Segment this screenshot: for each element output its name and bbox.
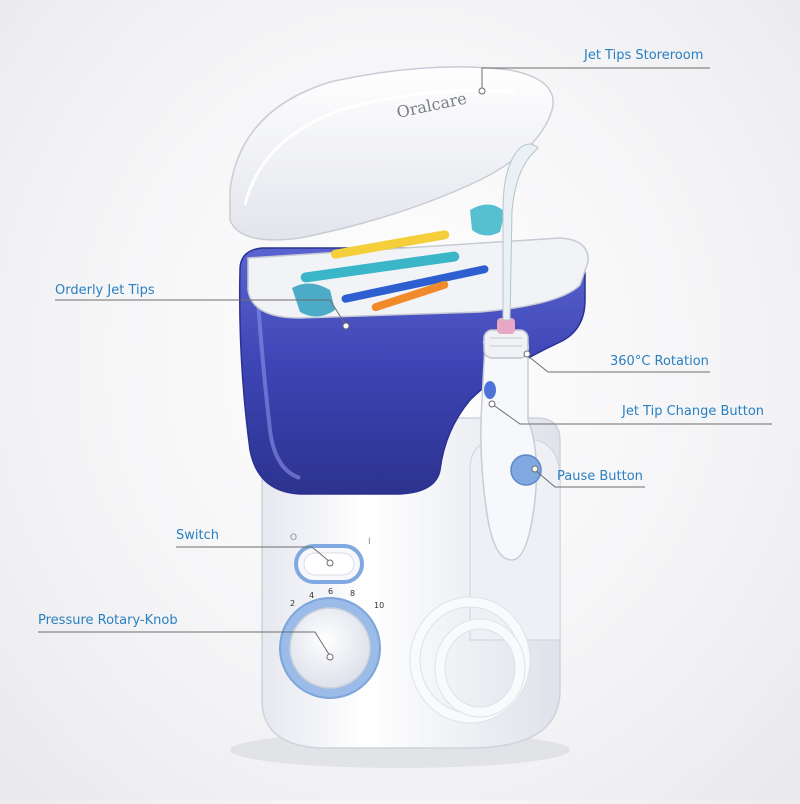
reservoir-highlight xyxy=(256,299,301,480)
water-hose xyxy=(409,596,531,724)
rotation-collar xyxy=(483,329,529,359)
pause-button[interactable] xyxy=(510,454,542,486)
callout-orderly-jet-tips: Orderly Jet Tips xyxy=(55,283,155,298)
dial-tick: 10 xyxy=(374,601,384,610)
switch-on-mark: I xyxy=(368,537,371,547)
storeroom-lid xyxy=(229,66,554,241)
callout-pause-button: Pause Button xyxy=(557,469,643,484)
callout-rotation: 360°C Rotation xyxy=(610,354,709,369)
callout-jet-tips-storeroom: Jet Tips Storeroom xyxy=(584,48,704,63)
callout-switch: Switch xyxy=(176,528,219,543)
tip-base xyxy=(497,318,515,334)
leader-lines xyxy=(38,67,772,657)
jet-tips-group xyxy=(292,204,505,317)
pressure-dial-ticks: 2 4 6 8 10 xyxy=(290,587,384,610)
dial-tick: 8 xyxy=(350,589,355,598)
dial-tick: 6 xyxy=(328,587,333,596)
jet-tip xyxy=(502,143,539,321)
callout-jet-tip-change-button: Jet Tip Change Button xyxy=(622,404,765,419)
jet-tip-change-button[interactable] xyxy=(484,381,496,399)
dial-tick: 4 xyxy=(309,591,314,600)
switch-off-mark: O xyxy=(290,533,297,543)
flosser-handle xyxy=(480,334,538,561)
leader-dots xyxy=(326,87,539,661)
dial-tick: 2 xyxy=(290,599,295,608)
callout-pressure-rotary-knob: Pressure Rotary-Knob xyxy=(38,613,178,628)
